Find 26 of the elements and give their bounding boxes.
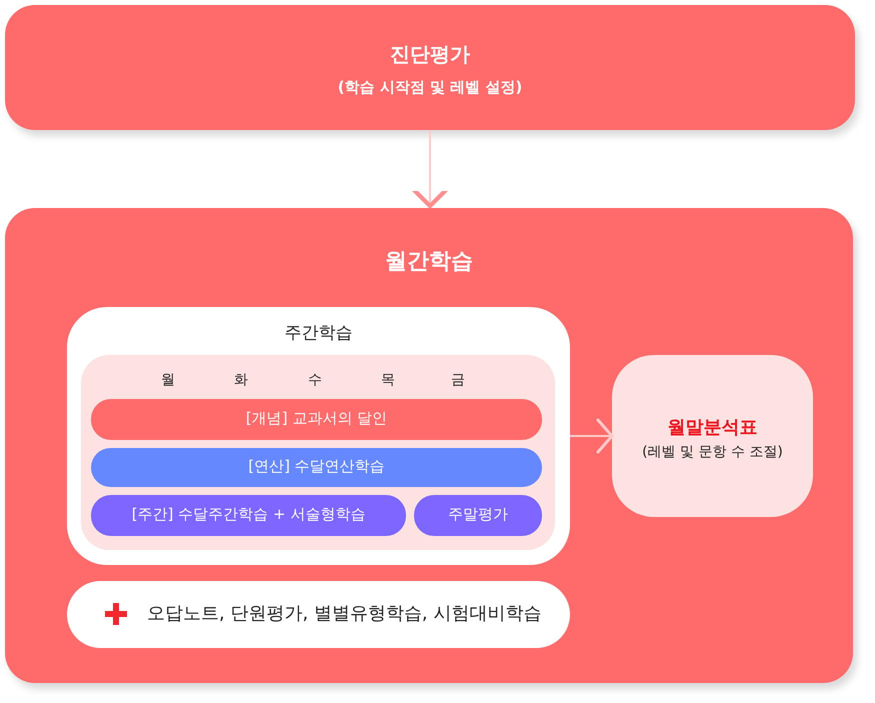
weekday-label: 수 — [308, 371, 322, 389]
node-title: 진단평가 — [389, 41, 471, 68]
chevron-arrow — [570, 418, 614, 454]
node-title: 월말분석표 — [666, 416, 758, 439]
node-subtitle: (학습 시작점 및 레벨 설정) — [336, 78, 524, 97]
node-title: 오답노트, 단원평가, 별별유형학습, 시험대비학습 — [147, 602, 542, 625]
group-panel — [5, 208, 853, 683]
weekday-label: 목 — [381, 371, 395, 389]
step-box — [5, 5, 855, 130]
node-title: [개념] 교과서의 달인 — [244, 409, 388, 428]
node-title: [주간] 수달주간학습 + 서술형학습 — [130, 505, 366, 524]
weekday-label: 화 — [234, 371, 248, 389]
weekday-label: 금 — [451, 371, 465, 389]
weekday-label: 월 — [161, 371, 175, 389]
result-box — [612, 355, 813, 517]
schedule-panel — [81, 355, 555, 550]
node-title: [연산] 수달연산학습 — [247, 457, 386, 476]
group-panel — [67, 307, 570, 565]
lesson-bar — [414, 495, 542, 536]
lesson-bar — [91, 495, 406, 536]
lesson-bar — [91, 399, 542, 440]
node-title: 주간학습 — [284, 322, 354, 344]
node-title: 주말평가 — [447, 505, 509, 524]
node-title: 월간학습 — [384, 248, 474, 276]
node-subtitle: (레벨 및 문항 수 조절) — [641, 443, 784, 461]
lesson-bar — [91, 448, 542, 487]
